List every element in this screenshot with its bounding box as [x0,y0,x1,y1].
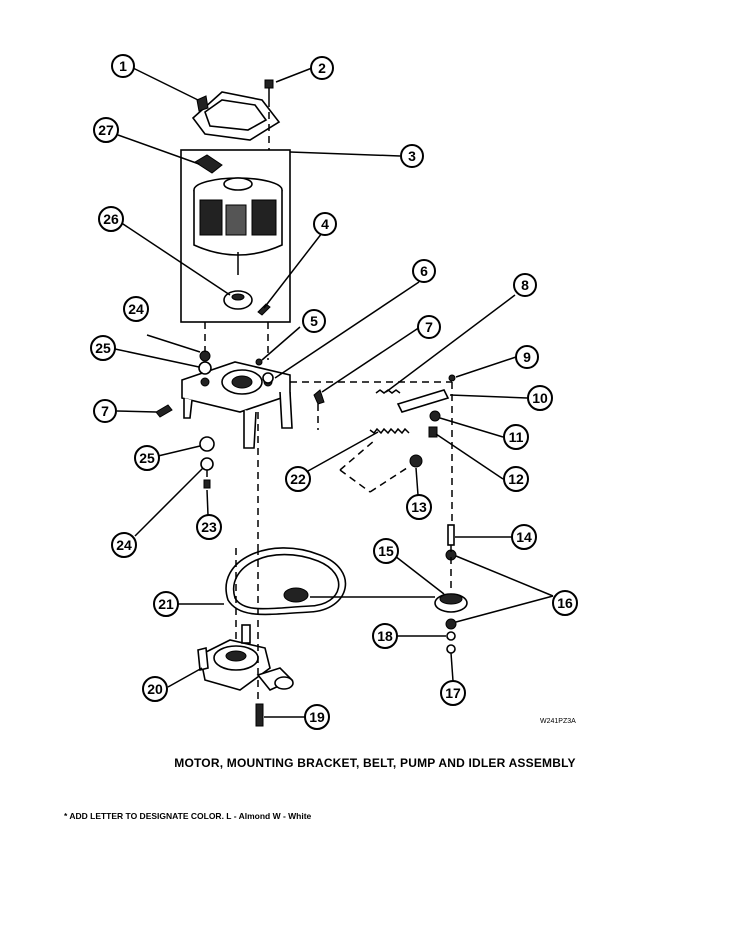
part-pump-20 [197,624,294,691]
callout-3: 3 [400,144,424,168]
callout-11: 11 [503,424,529,450]
part-18 [446,631,456,641]
part-screw-2 [264,79,274,100]
motor-box [180,149,291,323]
svg-text:11: 11 [509,429,524,445]
part-idler-arm-10 [396,389,450,413]
svg-text:16: 16 [557,595,573,611]
diagram-title: MOTOR, MOUNTING BRACKET, BELT, PUMP AND … [174,756,576,770]
part-belt-21 [225,547,347,616]
part-shaft-14 [447,524,455,546]
svg-text:8: 8 [521,277,529,293]
svg-text:12: 12 [508,471,524,487]
part-16-bottom [445,618,457,630]
callout-9: 9 [515,345,539,369]
part-key-4 [257,303,271,316]
callout-14: 14 [511,524,537,550]
svg-text:18: 18 [377,628,393,644]
svg-text:10: 10 [532,390,548,406]
svg-text:7: 7 [101,403,109,419]
callout-25-top: 25 [90,335,116,361]
callout-17: 17 [440,680,466,706]
part-screw-23 [203,479,211,489]
svg-text:5: 5 [310,313,318,329]
part-idler-pulley-15 [434,593,468,613]
callout-6: 6 [412,259,436,283]
part-motor-cover [191,91,281,141]
svg-text:24: 24 [128,301,144,317]
part-motor-pulley [223,290,253,310]
leader-lines [114,67,554,718]
svg-text:24: 24 [116,537,132,553]
svg-text:25: 25 [139,450,155,466]
part-9 [448,374,456,382]
callout-13: 13 [406,494,432,520]
svg-text:21: 21 [158,596,174,612]
svg-text:1: 1 [119,58,127,74]
callout-27: 27 [93,117,119,143]
callout-12: 12 [503,466,529,492]
callout-19: 19 [304,704,330,730]
part-spring-22 [369,427,410,435]
part-grommet-25-bottom [199,436,215,452]
part-motor [193,177,283,275]
callout-1: 1 [111,54,135,78]
part-clip-27 [194,154,223,174]
svg-text:23: 23 [201,519,217,535]
callout-2: 2 [310,56,334,80]
svg-text:14: 14 [516,529,532,545]
part-grommet-25-top [198,361,212,375]
callout-24-bottom: 24 [111,532,137,558]
svg-text:20: 20 [147,681,163,697]
drawing-code: W241PZ3A [540,718,576,725]
svg-text:2: 2 [318,60,326,76]
callout-23: 23 [196,514,222,540]
callout-24-top: 24 [123,296,149,322]
svg-text:22: 22 [290,471,306,487]
callout-18: 18 [372,623,398,649]
part-12 [428,426,438,438]
svg-text:9: 9 [523,349,531,365]
part-screw-7-left [155,404,173,418]
svg-text:17: 17 [445,685,461,701]
callout-7-left: 7 [93,399,117,423]
alignment-lines [204,100,453,700]
callout-4: 4 [313,212,337,236]
part-17 [446,644,456,654]
part-5 [255,358,263,366]
part-13 [409,454,423,468]
svg-text:4: 4 [321,216,329,232]
color-footnote: * ADD LETTER TO DESIGNATE COLOR. L - Alm… [64,811,312,821]
callout-16: 16 [552,590,578,616]
callout-22: 22 [285,466,311,492]
part-nut-24-top [199,350,211,362]
part-screw-7-right [313,389,325,405]
part-11 [429,410,441,422]
part-mounting-bracket [181,361,293,449]
svg-text:3: 3 [408,148,416,164]
svg-text:27: 27 [98,122,114,138]
callout-7-right: 7 [417,315,441,339]
callout-26: 26 [98,206,124,232]
callout-10: 10 [527,385,553,411]
callout-20: 20 [142,676,168,702]
svg-text:19: 19 [309,709,325,725]
svg-text:6: 6 [420,263,428,279]
callout-21: 21 [153,591,179,617]
callout-8: 8 [513,273,537,297]
part-6 [262,372,274,384]
svg-text:25: 25 [95,340,111,356]
callout-5: 5 [302,309,326,333]
svg-text:15: 15 [378,543,394,559]
part-screw-19 [255,703,264,727]
callout-15: 15 [373,538,399,564]
svg-text:13: 13 [411,499,427,515]
callout-25-bottom: 25 [134,445,160,471]
svg-text:7: 7 [425,319,433,335]
svg-text:26: 26 [103,211,119,227]
